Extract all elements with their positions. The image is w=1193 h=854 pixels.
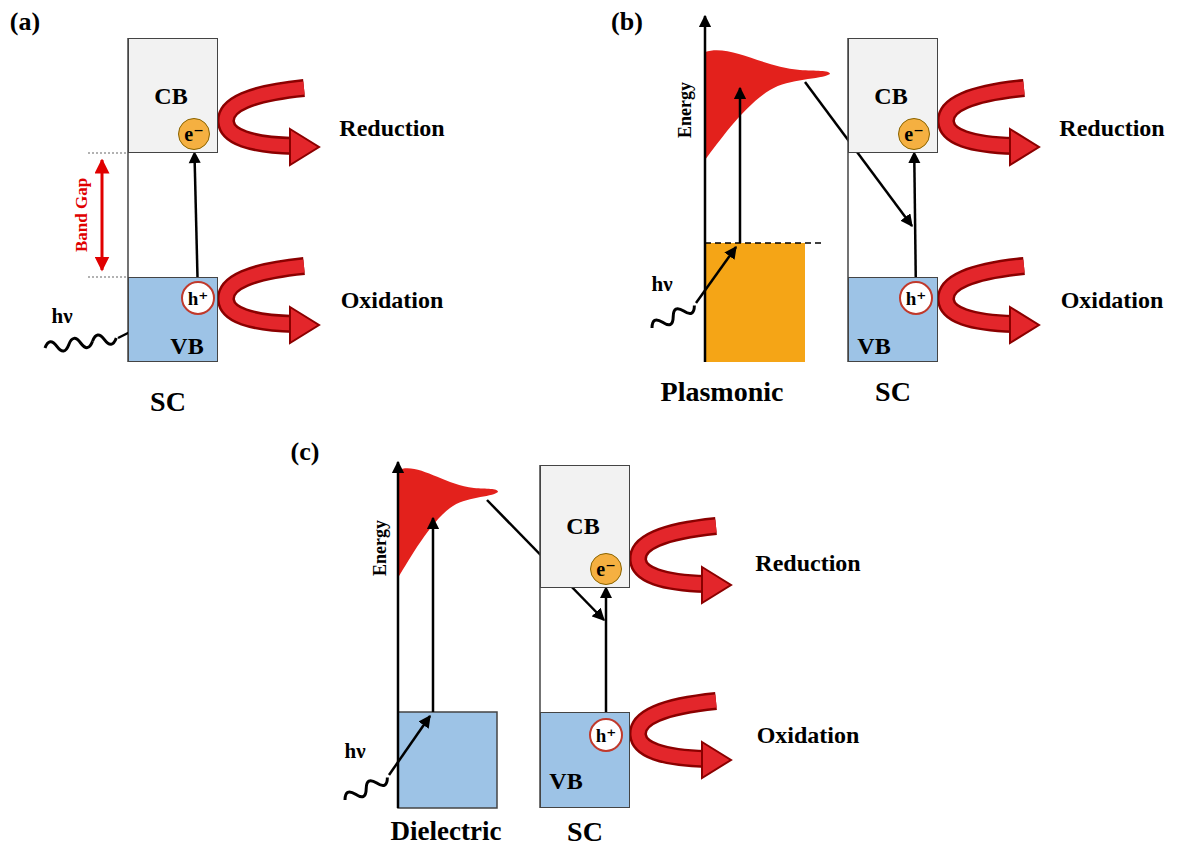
band-gap-label: Band Gap bbox=[73, 178, 92, 252]
band-label: VB bbox=[170, 333, 203, 359]
connector-line bbox=[605, 596, 608, 717]
hot-carrier-distribution bbox=[398, 468, 498, 578]
photon-arrow bbox=[696, 247, 736, 303]
hole: h⁺ bbox=[899, 281, 933, 315]
panel-label: (b) bbox=[611, 8, 643, 37]
photon-arrow bbox=[389, 716, 430, 775]
reaction-label: Oxidation bbox=[1061, 287, 1164, 313]
metal-band bbox=[705, 243, 805, 362]
conduction-band: CB e⁻ bbox=[848, 38, 938, 153]
valence-band: VB h⁺ bbox=[848, 277, 938, 362]
electron: e⁻ bbox=[898, 118, 930, 150]
material-label: SC bbox=[875, 377, 911, 408]
level-line bbox=[88, 276, 128, 277]
excitation-arrow bbox=[739, 88, 742, 243]
band-label: CB bbox=[874, 83, 907, 109]
connector-line bbox=[914, 161, 915, 280]
photon-wave bbox=[649, 301, 697, 333]
hole: h⁺ bbox=[181, 281, 215, 315]
excitation-arrow bbox=[600, 586, 612, 717]
band-label: VB bbox=[857, 333, 890, 359]
carrier-symbol: e⁻ bbox=[184, 124, 203, 144]
axis-label: Energy bbox=[371, 520, 391, 576]
reduction-arrow bbox=[226, 88, 319, 165]
photon-label: hν bbox=[651, 273, 672, 296]
hot-carrier-distribution bbox=[705, 50, 830, 160]
reduction-arrow bbox=[946, 88, 1039, 165]
connector-line bbox=[195, 161, 198, 280]
material-label: SC bbox=[150, 387, 186, 418]
photon-label: hν bbox=[344, 740, 365, 763]
reaction-label: Reduction bbox=[1059, 115, 1164, 141]
panel-label: (a) bbox=[10, 8, 40, 37]
band-label: CB bbox=[154, 83, 187, 109]
carrier-symbol: h⁺ bbox=[906, 289, 927, 308]
photon-wave bbox=[342, 773, 390, 805]
reduction-arrow bbox=[638, 526, 731, 603]
carrier-symbol: h⁺ bbox=[188, 289, 209, 308]
oxidation-arrow bbox=[946, 266, 1039, 343]
reaction-label: Oxidation bbox=[757, 722, 860, 748]
band-gap-arrow bbox=[101, 160, 104, 270]
carrier-symbol: e⁻ bbox=[904, 124, 923, 144]
hole: h⁺ bbox=[589, 718, 623, 752]
electron: e⁻ bbox=[590, 553, 622, 585]
valence-band: VB h⁺ bbox=[540, 712, 630, 808]
carrier-symbol: e⁻ bbox=[596, 559, 615, 579]
material-label: SC bbox=[567, 817, 603, 848]
reaction-label: Oxidation bbox=[341, 287, 444, 313]
oxidation-arrow bbox=[638, 701, 731, 778]
oxidation-arrow bbox=[226, 266, 319, 343]
valence-band: VB h⁺ bbox=[128, 277, 218, 362]
band-label: CB bbox=[566, 513, 599, 539]
level-line bbox=[88, 152, 128, 153]
material-label: Plasmonic bbox=[661, 377, 784, 408]
photon-label: hν bbox=[51, 305, 72, 328]
material-label: Dielectric bbox=[391, 817, 502, 847]
dielectric-band bbox=[398, 712, 497, 808]
conduction-band: CB e⁻ bbox=[128, 38, 218, 153]
energy-axis bbox=[397, 462, 400, 808]
photon-wave bbox=[44, 333, 117, 354]
fermi-level bbox=[705, 242, 822, 244]
excitation-arrow bbox=[908, 151, 920, 280]
excitation-arrow bbox=[189, 151, 201, 280]
panel-label: (c) bbox=[291, 438, 320, 467]
band-label: VB bbox=[549, 768, 582, 794]
energy-axis bbox=[704, 16, 707, 362]
reaction-label: Reduction bbox=[339, 115, 444, 141]
excitation-arrow bbox=[432, 518, 435, 712]
axis-label: Energy bbox=[676, 82, 696, 138]
conduction-band: CB e⁻ bbox=[540, 465, 630, 588]
reaction-label: Reduction bbox=[755, 550, 860, 576]
carrier-symbol: h⁺ bbox=[596, 726, 617, 745]
electron: e⁻ bbox=[178, 118, 210, 150]
